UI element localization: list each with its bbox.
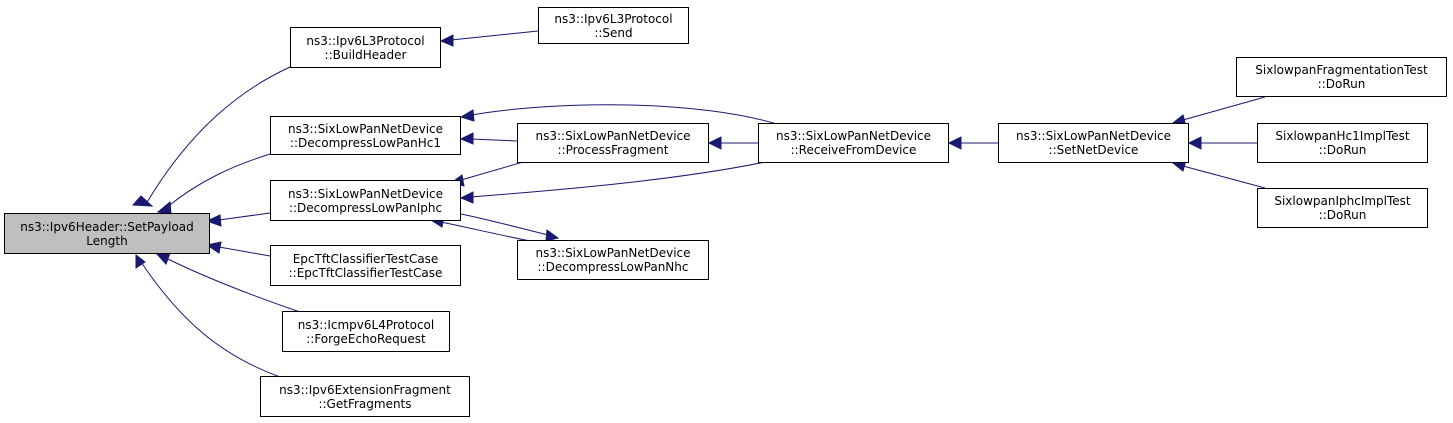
- edge-iphctest-setnetdev: [1182, 165, 1266, 189]
- node-label-line2: ::DoRun: [1318, 143, 1367, 157]
- node-label-line2: ::ForgeEchoRequest: [306, 331, 426, 346]
- arrowhead-root-icmp: [154, 252, 171, 265]
- edge-extfrag-root: [140, 261, 281, 378]
- node-label-line2: ::ReceiveFromDevice: [790, 143, 917, 157]
- node-label-line1: ns3::Ipv6L3Protocol: [554, 11, 673, 26]
- edge-buildheader-root: [145, 66, 291, 205]
- arrowhead-buildheader: [439, 34, 454, 47]
- node-sixlowpanfragmentationtest-dorun[interactable]: SixlowpanFragmentationTest ::DoRun: [1236, 57, 1447, 97]
- edge-decomphc1-root: [165, 153, 271, 209]
- node-label-line1: SixlowpanFragmentationTest: [1255, 63, 1428, 77]
- edge-procfrag-decomphc1: [470, 138, 518, 142]
- node-label-line1: ns3::SixLowPanNetDevice: [535, 246, 691, 260]
- arrowhead-root-top: [131, 195, 154, 207]
- node-label-line1: ns3::Ipv6Header::SetPayload: [20, 219, 194, 234]
- node-label-line2: ::DecompressLowPanIphc: [288, 200, 443, 215]
- node-label-line1: ns3::SixLowPanNetDevice: [535, 129, 691, 143]
- node-label-line2: ::DoRun: [1317, 77, 1366, 91]
- node-label-line1: ns3::Icmpv6L4Protocol: [297, 317, 435, 332]
- arrowhead-root-epc: [205, 241, 222, 254]
- edge-fragtest-setnetdev: [1182, 96, 1266, 121]
- node-label-line2: ::ProcessFragment: [557, 143, 669, 157]
- edge-recvdev-decompiphc: [470, 160, 771, 198]
- node-label-line1: ns3::SixLowPanNetDevice: [1015, 129, 1172, 143]
- edge-icmpv6-root: [165, 257, 301, 313]
- node-ipv6extensionfragment-getfragments[interactable]: ns3::Ipv6ExtensionFragment ::GetFragment…: [260, 376, 470, 417]
- node-label-line1: ns3::SixLowPanNetDevice: [775, 129, 932, 143]
- node-label-line1: ns3::SixLowPanNetDevice: [287, 186, 444, 201]
- node-sixlowpanhc1impltest-dorun[interactable]: SixlowpanHc1ImplTest ::DoRun: [1257, 123, 1428, 163]
- node-label-line2: Length: [86, 233, 128, 248]
- edge-send-buildheader: [450, 30, 539, 41]
- node-label-line1: SixlowpanHc1ImplTest: [1275, 129, 1410, 143]
- node-sixlowpan-processfragment[interactable]: ns3::SixLowPanNetDevice ::ProcessFragmen…: [517, 123, 709, 163]
- node-label-line1: ns3::SixLowPanNetDevice: [287, 121, 444, 136]
- node-ipv6header-setpayloadlength[interactable]: ns3::Ipv6Header::SetPayload Length: [4, 213, 210, 254]
- edge-procfrag-decompiphc: [460, 159, 531, 181]
- node-label-line1: SixlowpanIphcImplTest: [1274, 194, 1411, 208]
- node-sixlowpan-decompresslowpanhc1[interactable]: ns3::SixLowPanNetDevice ::DecompressLowP…: [270, 116, 461, 155]
- arrowhead-recvdev: [947, 136, 962, 150]
- edge-decompiphc-root: [218, 212, 271, 221]
- arrowhead-root-ext: [135, 253, 146, 269]
- arrowhead-decompiphc-mid: [459, 191, 474, 204]
- node-label-line2: ::GetFragments: [318, 396, 412, 411]
- node-sixlowpaniphcimpltest-dorun[interactable]: SixlowpanIphcImplTest ::DoRun: [1257, 188, 1428, 228]
- arrowhead-decomphc1-bottom: [459, 132, 474, 145]
- node-icmpv6l4protocol-forgeechorequest[interactable]: ns3::Icmpv6L4Protocol ::ForgeEchoRequest: [282, 311, 450, 352]
- node-epctftclassifiertestcase[interactable]: EpcTftClassifierTestCase ::EpcTftClassif…: [270, 245, 461, 286]
- node-ipv6l3protocol-send[interactable]: ns3::Ipv6L3Protocol ::Send: [538, 7, 689, 44]
- node-sixlowpan-receivefromdevice[interactable]: ns3::SixLowPanNetDevice ::ReceiveFromDev…: [758, 123, 949, 163]
- node-label-line2: ::EpcTftClassifierTestCase: [288, 265, 443, 280]
- node-label-line2: ::DecompressLowPanNhc: [537, 260, 689, 274]
- arrowhead-root-iphc: [205, 214, 222, 227]
- node-sixlowpan-decompresslowpannhc[interactable]: ns3::SixLowPanNetDevice ::DecompressLowP…: [517, 240, 709, 280]
- node-label-line2: ::Send: [594, 25, 633, 40]
- arrowhead-setnetdev-mid: [1187, 136, 1202, 150]
- node-label-line1: ns3::Ipv6L3Protocol: [306, 33, 425, 48]
- edge-decompnhc-decompiphc: [440, 221, 531, 242]
- node-ipv6l3protocol-buildheader[interactable]: ns3::Ipv6L3Protocol ::BuildHeader: [290, 27, 441, 68]
- edge-decompiphc-decompnhc: [460, 213, 549, 236]
- node-label-line2: ::DecompressLowPanHc1: [289, 135, 442, 150]
- arrowhead-decomphc1-top: [459, 109, 475, 122]
- node-label-line2: ::BuildHeader: [324, 47, 407, 62]
- node-label-line1: EpcTftClassifierTestCase: [292, 251, 439, 266]
- arrowhead-decompnhc: [545, 229, 560, 242]
- edge-recvdev-decomphc1: [470, 104, 781, 126]
- node-label-line2: ::SetNetDevice: [1048, 143, 1139, 157]
- edge-epctft-root: [218, 246, 271, 257]
- node-label-line2: ::DoRun: [1318, 208, 1367, 222]
- node-label-line1: ns3::Ipv6ExtensionFragment: [279, 382, 451, 397]
- arrowhead-procfrag: [707, 136, 722, 150]
- node-sixlowpan-setnetdevice[interactable]: ns3::SixLowPanNetDevice ::SetNetDevice: [998, 123, 1189, 163]
- node-sixlowpan-decompresslowpaniphc[interactable]: ns3::SixLowPanNetDevice ::DecompressLowP…: [270, 180, 461, 221]
